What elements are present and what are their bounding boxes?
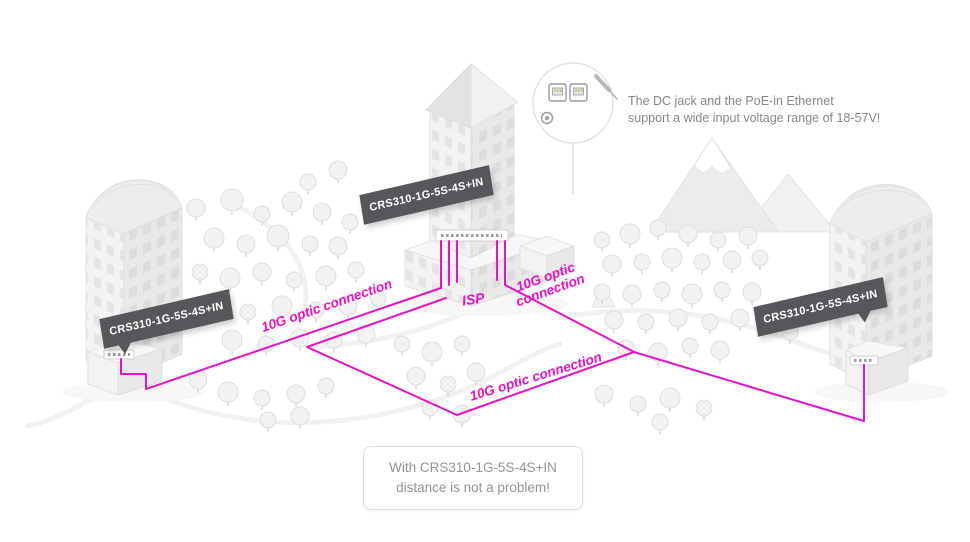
dc-jack-icon [540,111,554,125]
building-left [85,179,183,396]
mountain-range [591,137,837,308]
mountain-main-peak [649,137,779,233]
trees [186,160,799,434]
callout-bubble [532,62,618,194]
fiber-links [120,240,865,422]
snowcap [693,137,732,175]
callout-caption-line2: support a wide input voltage range of 18… [628,111,881,125]
switch-device-center [435,229,509,242]
switch-device-right [849,355,879,366]
building-center-annex [518,235,576,279]
footer-line1: With CRS310-1G-5S-4S+IN [389,460,557,475]
footer-line2: distance is not a problem! [396,480,550,495]
footer-note: With CRS310-1G-5S-4S+IN distance is not … [363,446,583,510]
ethernet-port-icon [548,83,567,102]
ethernet-port-icon [569,83,588,102]
fiber-left-to-center [120,287,442,390]
power-plug-icon [594,74,618,100]
fiber-center-to-junction [504,240,635,353]
fiber-to-right-building [633,351,865,422]
callout-caption-line1: The DC jack and the PoE-in Ethernet [628,94,834,108]
isp-label: ISP [460,289,486,309]
fiber-bottom-run [306,297,635,416]
callout-caption: The DC jack and the PoE-in Ethernet supp… [628,93,880,127]
